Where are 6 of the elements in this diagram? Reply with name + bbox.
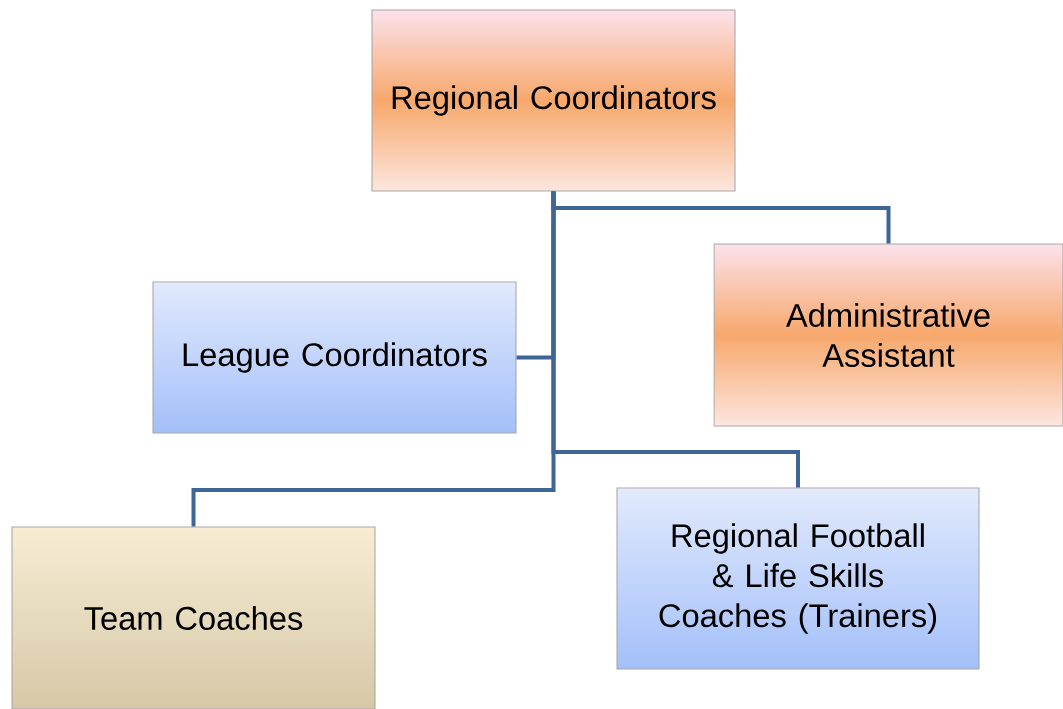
org-box: Team Coaches	[11, 526, 376, 709]
connector-line	[551, 191, 800, 488]
org-box: Administrative Assistant	[713, 243, 1063, 427]
org-box: League Coordinators	[152, 281, 517, 434]
org-box: Regional Coordinators	[371, 9, 736, 192]
org-box: Regional Football & Life Skills Coaches (Trainers)	[616, 487, 980, 670]
